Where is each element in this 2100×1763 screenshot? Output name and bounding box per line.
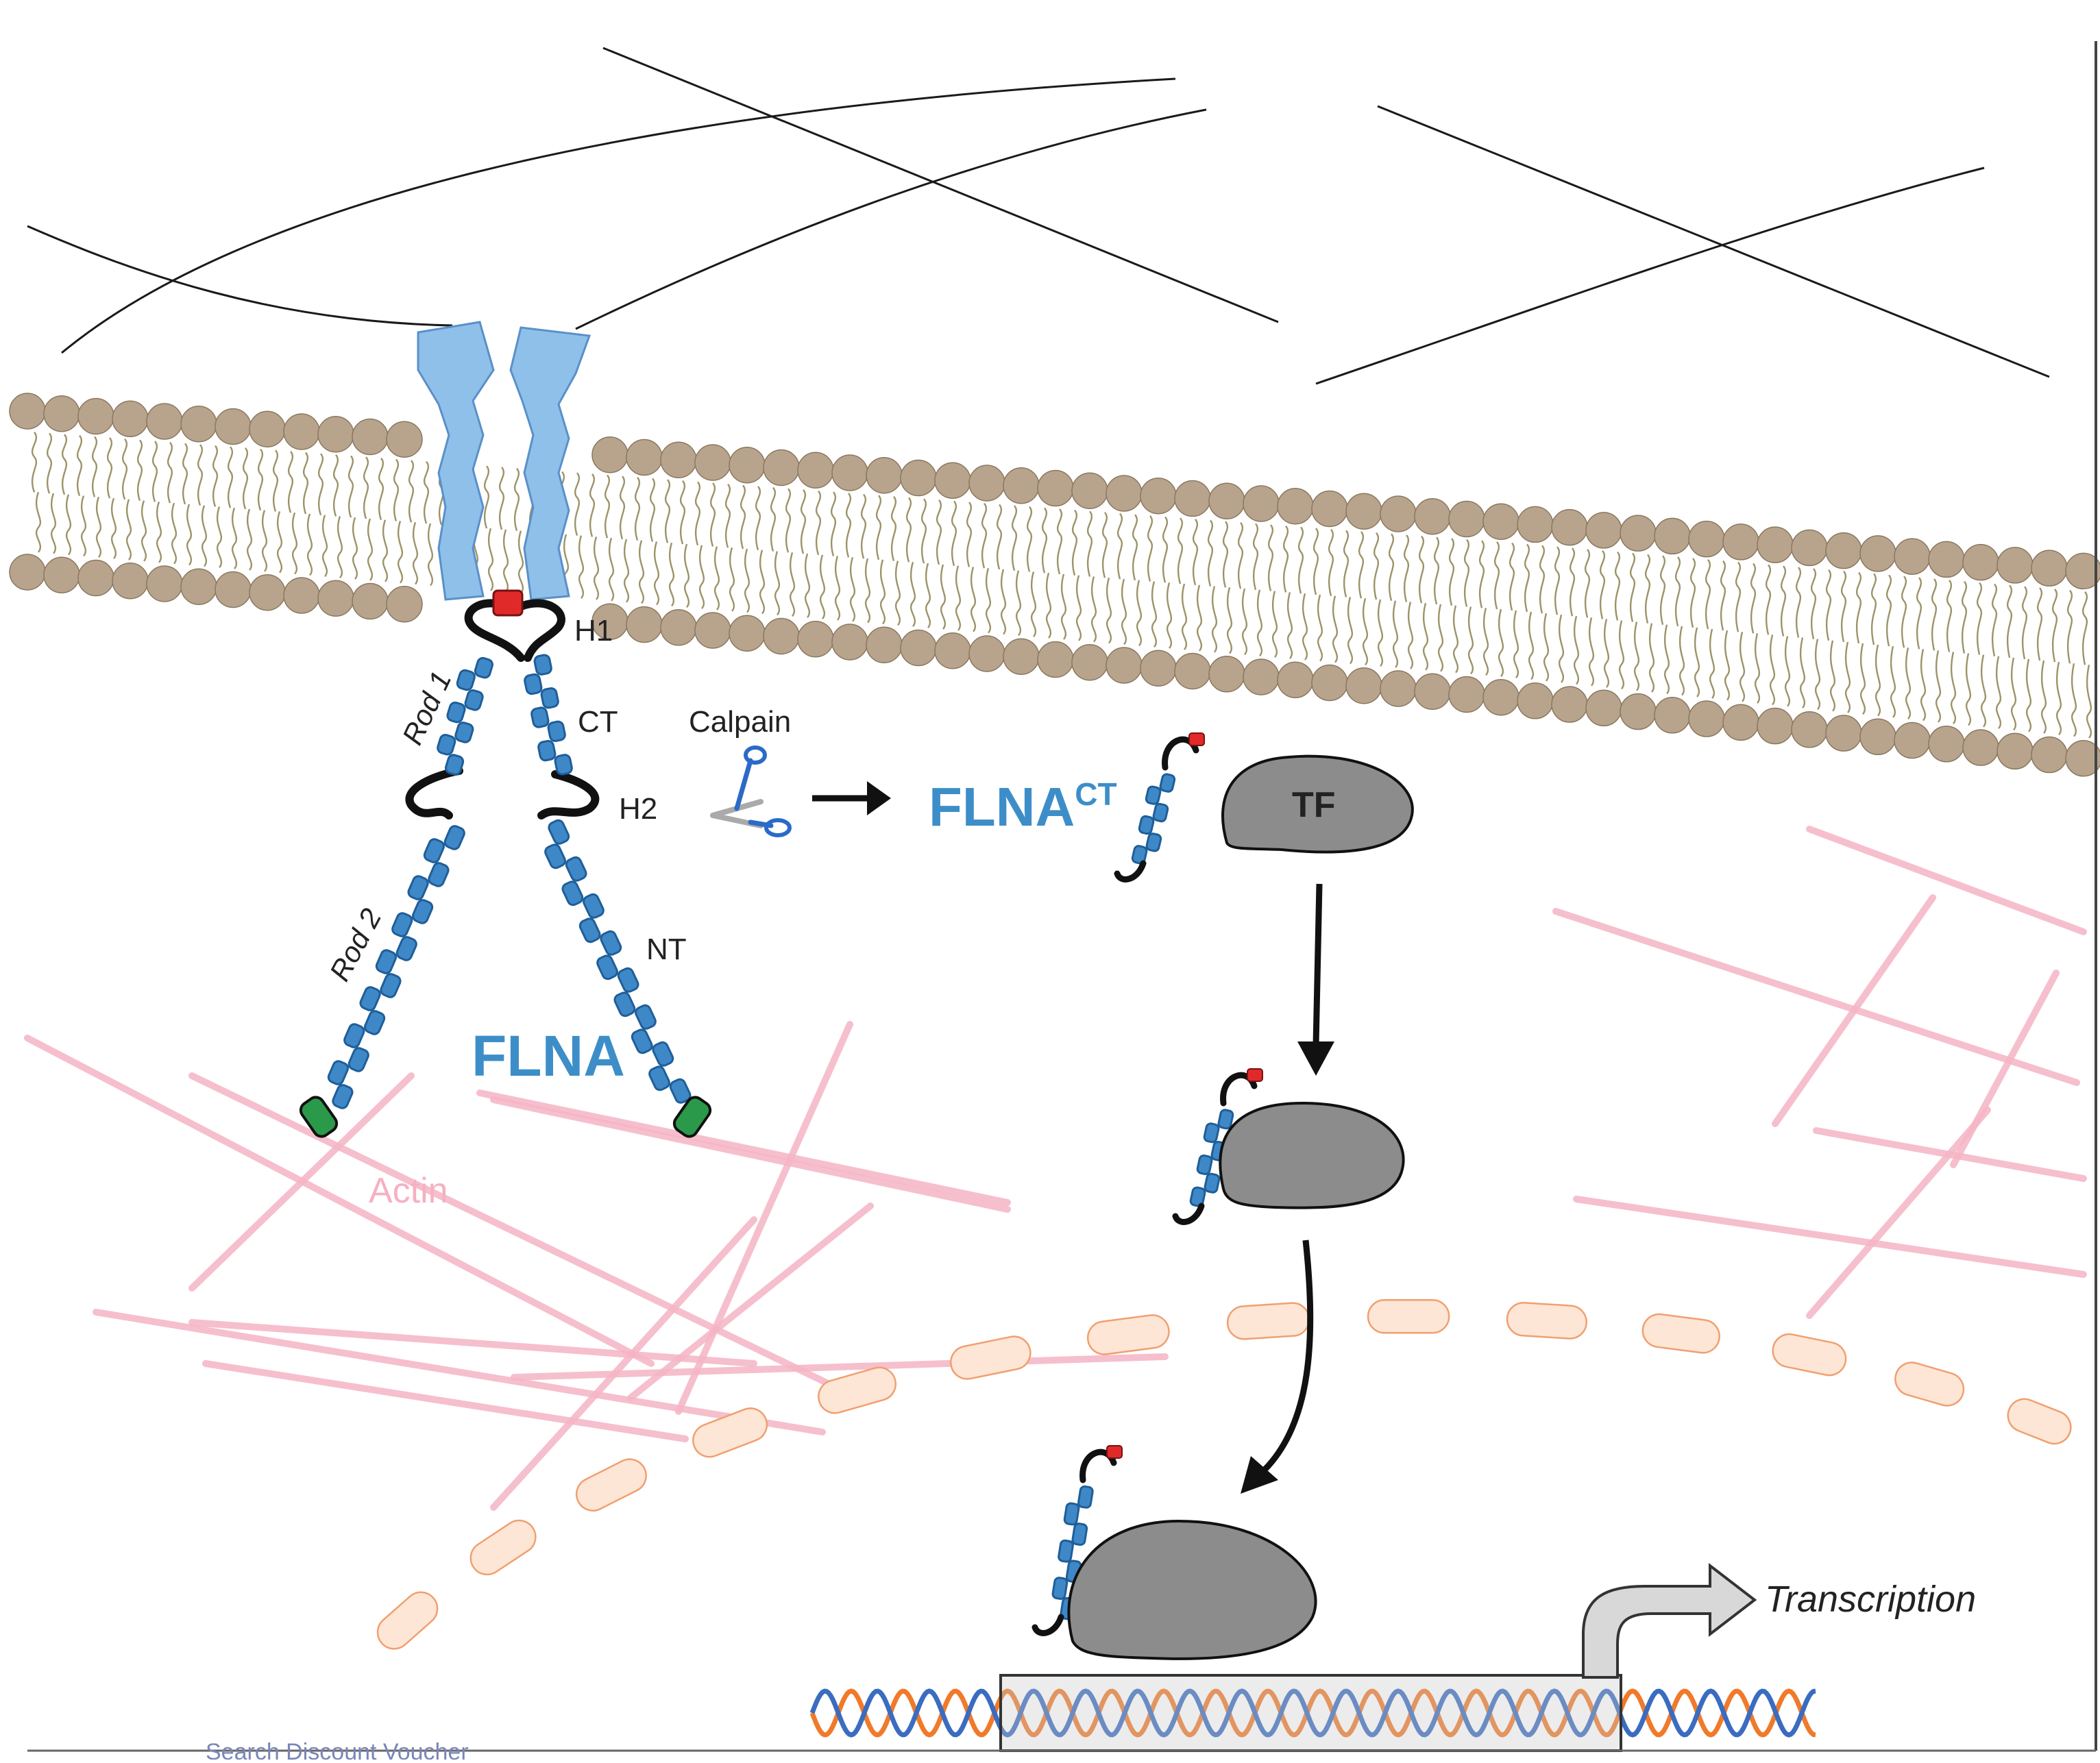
flna-ct-fragment [1172,1068,1263,1225]
footer-partial-text: Search Discount Voucher [206,1739,469,1760]
label-rod2: Rod 2 [323,903,387,986]
terminal-green-right [672,1096,712,1138]
membrane-receptor [417,321,591,601]
label-tf: TF [1292,785,1336,825]
hinge-h2-right [537,770,600,819]
label-ct: CT [578,705,618,739]
flna-ct-fragment [1114,732,1205,883]
tf-cytoplasm: TF [1221,754,1414,854]
dimerization-domain [492,589,524,617]
hinge-h2-left [405,767,463,819]
label-actin: Actin [369,1171,448,1211]
label-h1: H1 [574,614,613,648]
translocation-arrows [1241,883,1334,1494]
label-flna: FLNA [472,1024,625,1088]
flna-dimer [299,589,712,1138]
nuclear-envelope [376,1298,2072,1650]
lipid-heads [9,393,2100,777]
label-h2: H2 [619,792,657,826]
label-calpain: Calpain [689,705,791,739]
terminal-green-left [299,1096,339,1138]
label-nt: NT [646,933,687,966]
scissors-icon [710,745,792,837]
actin-filaments [24,826,2087,1511]
label-transcription: Transcription [1765,1579,1976,1620]
label-flna-ct: FLNACT [929,776,1117,837]
tf-bound-nucleus [1067,1519,1317,1660]
promoter-box [999,1674,1622,1752]
hinge-h1-right [517,599,565,662]
hinge-h1-left [464,599,525,662]
cleavage-arrow [812,781,891,815]
plasma-membrane [9,393,2100,777]
transcription-arrow [1582,1562,1757,1679]
tf-bound-cytoplasm [1219,1101,1405,1209]
extracellular-fibers [27,47,2050,385]
dna-helix [809,1688,1816,1738]
